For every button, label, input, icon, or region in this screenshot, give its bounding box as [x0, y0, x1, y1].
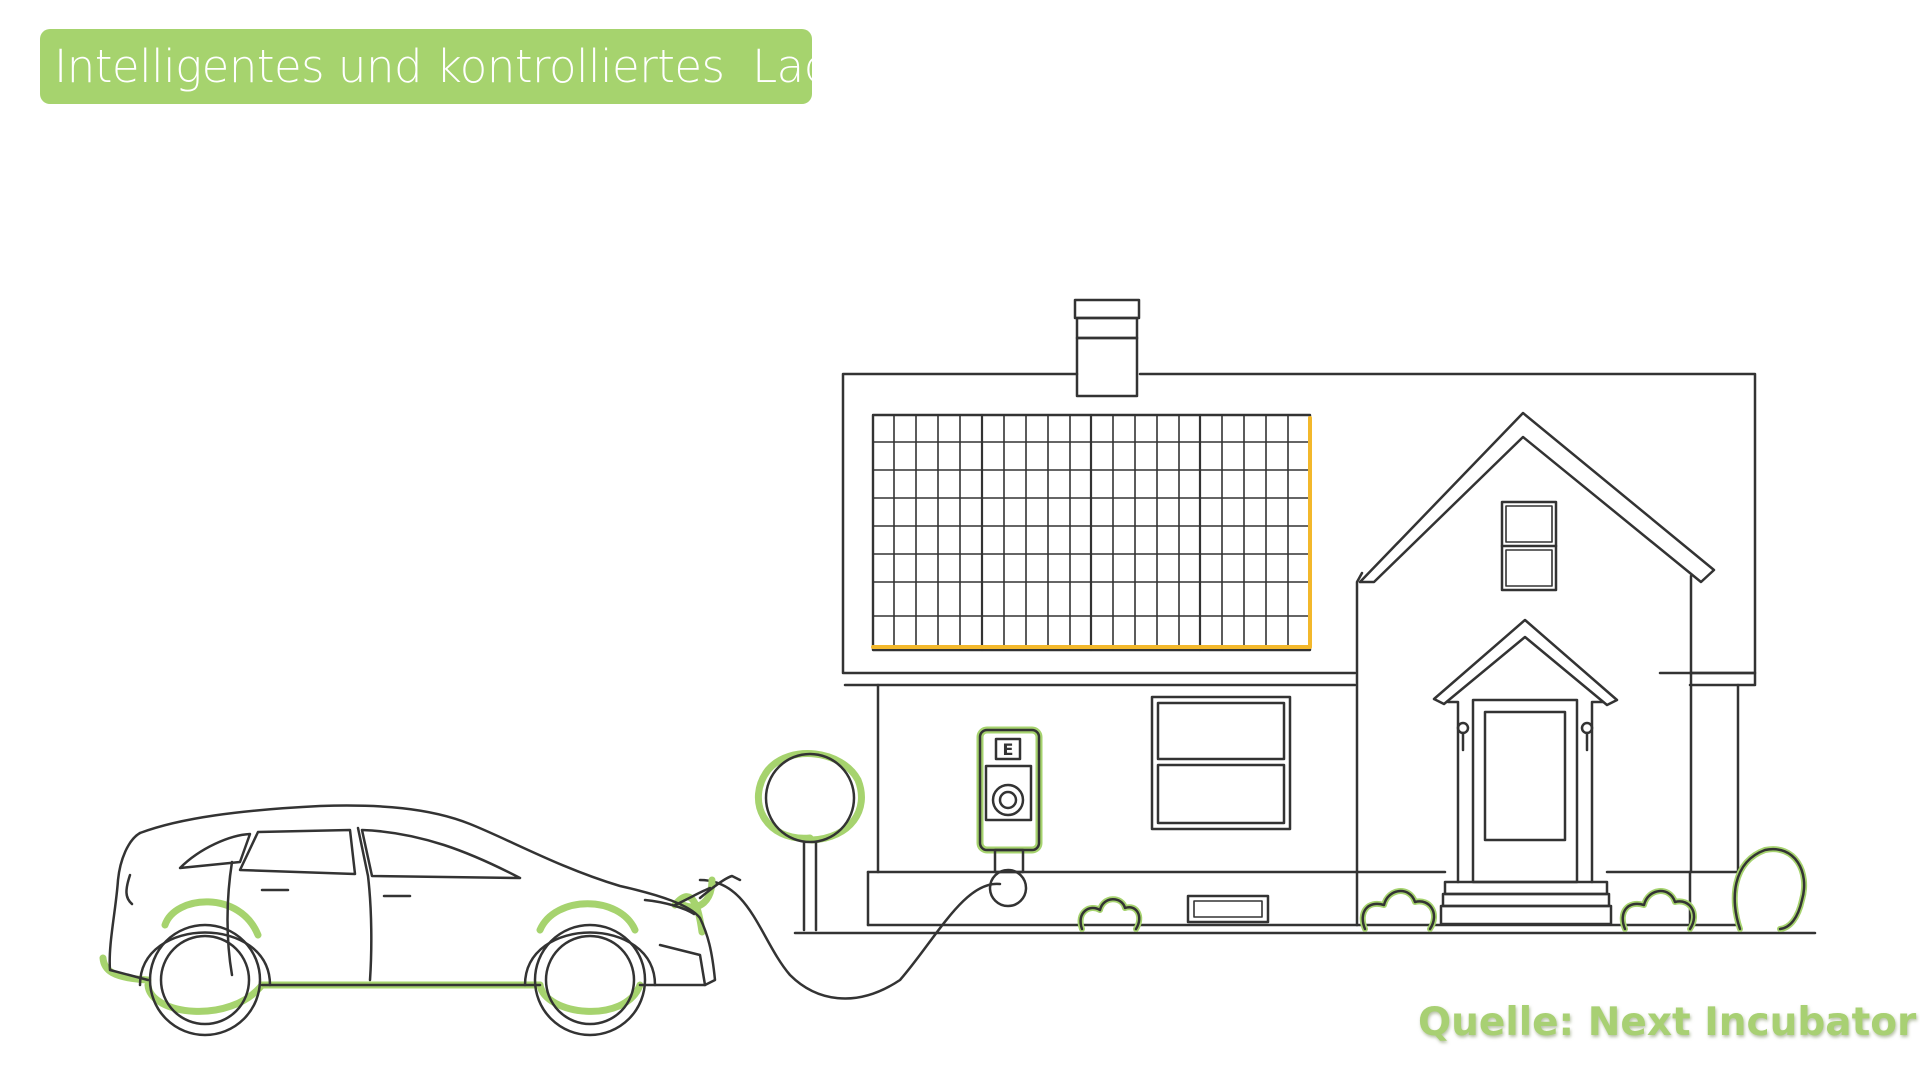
charging-cable [698, 878, 1002, 1000]
house-body [866, 683, 1359, 927]
title-text: Intelligentes und kontrolliertes Laden [54, 40, 888, 93]
tree [755, 750, 865, 932]
main-roof [841, 372, 1757, 687]
charger-label: E [1003, 740, 1014, 759]
electric-car [99, 804, 742, 1037]
gable-house [1355, 411, 1742, 927]
solar-panel [871, 413, 1312, 652]
front-door [1432, 618, 1619, 926]
title-badge: Intelligentes und kontrolliertes Laden [40, 29, 888, 104]
chimney [1073, 298, 1141, 398]
source-caption: Quelle: Next Incubator [1418, 1000, 1917, 1045]
wallbox-charger [976, 726, 1043, 908]
bushes [1077, 846, 1808, 932]
